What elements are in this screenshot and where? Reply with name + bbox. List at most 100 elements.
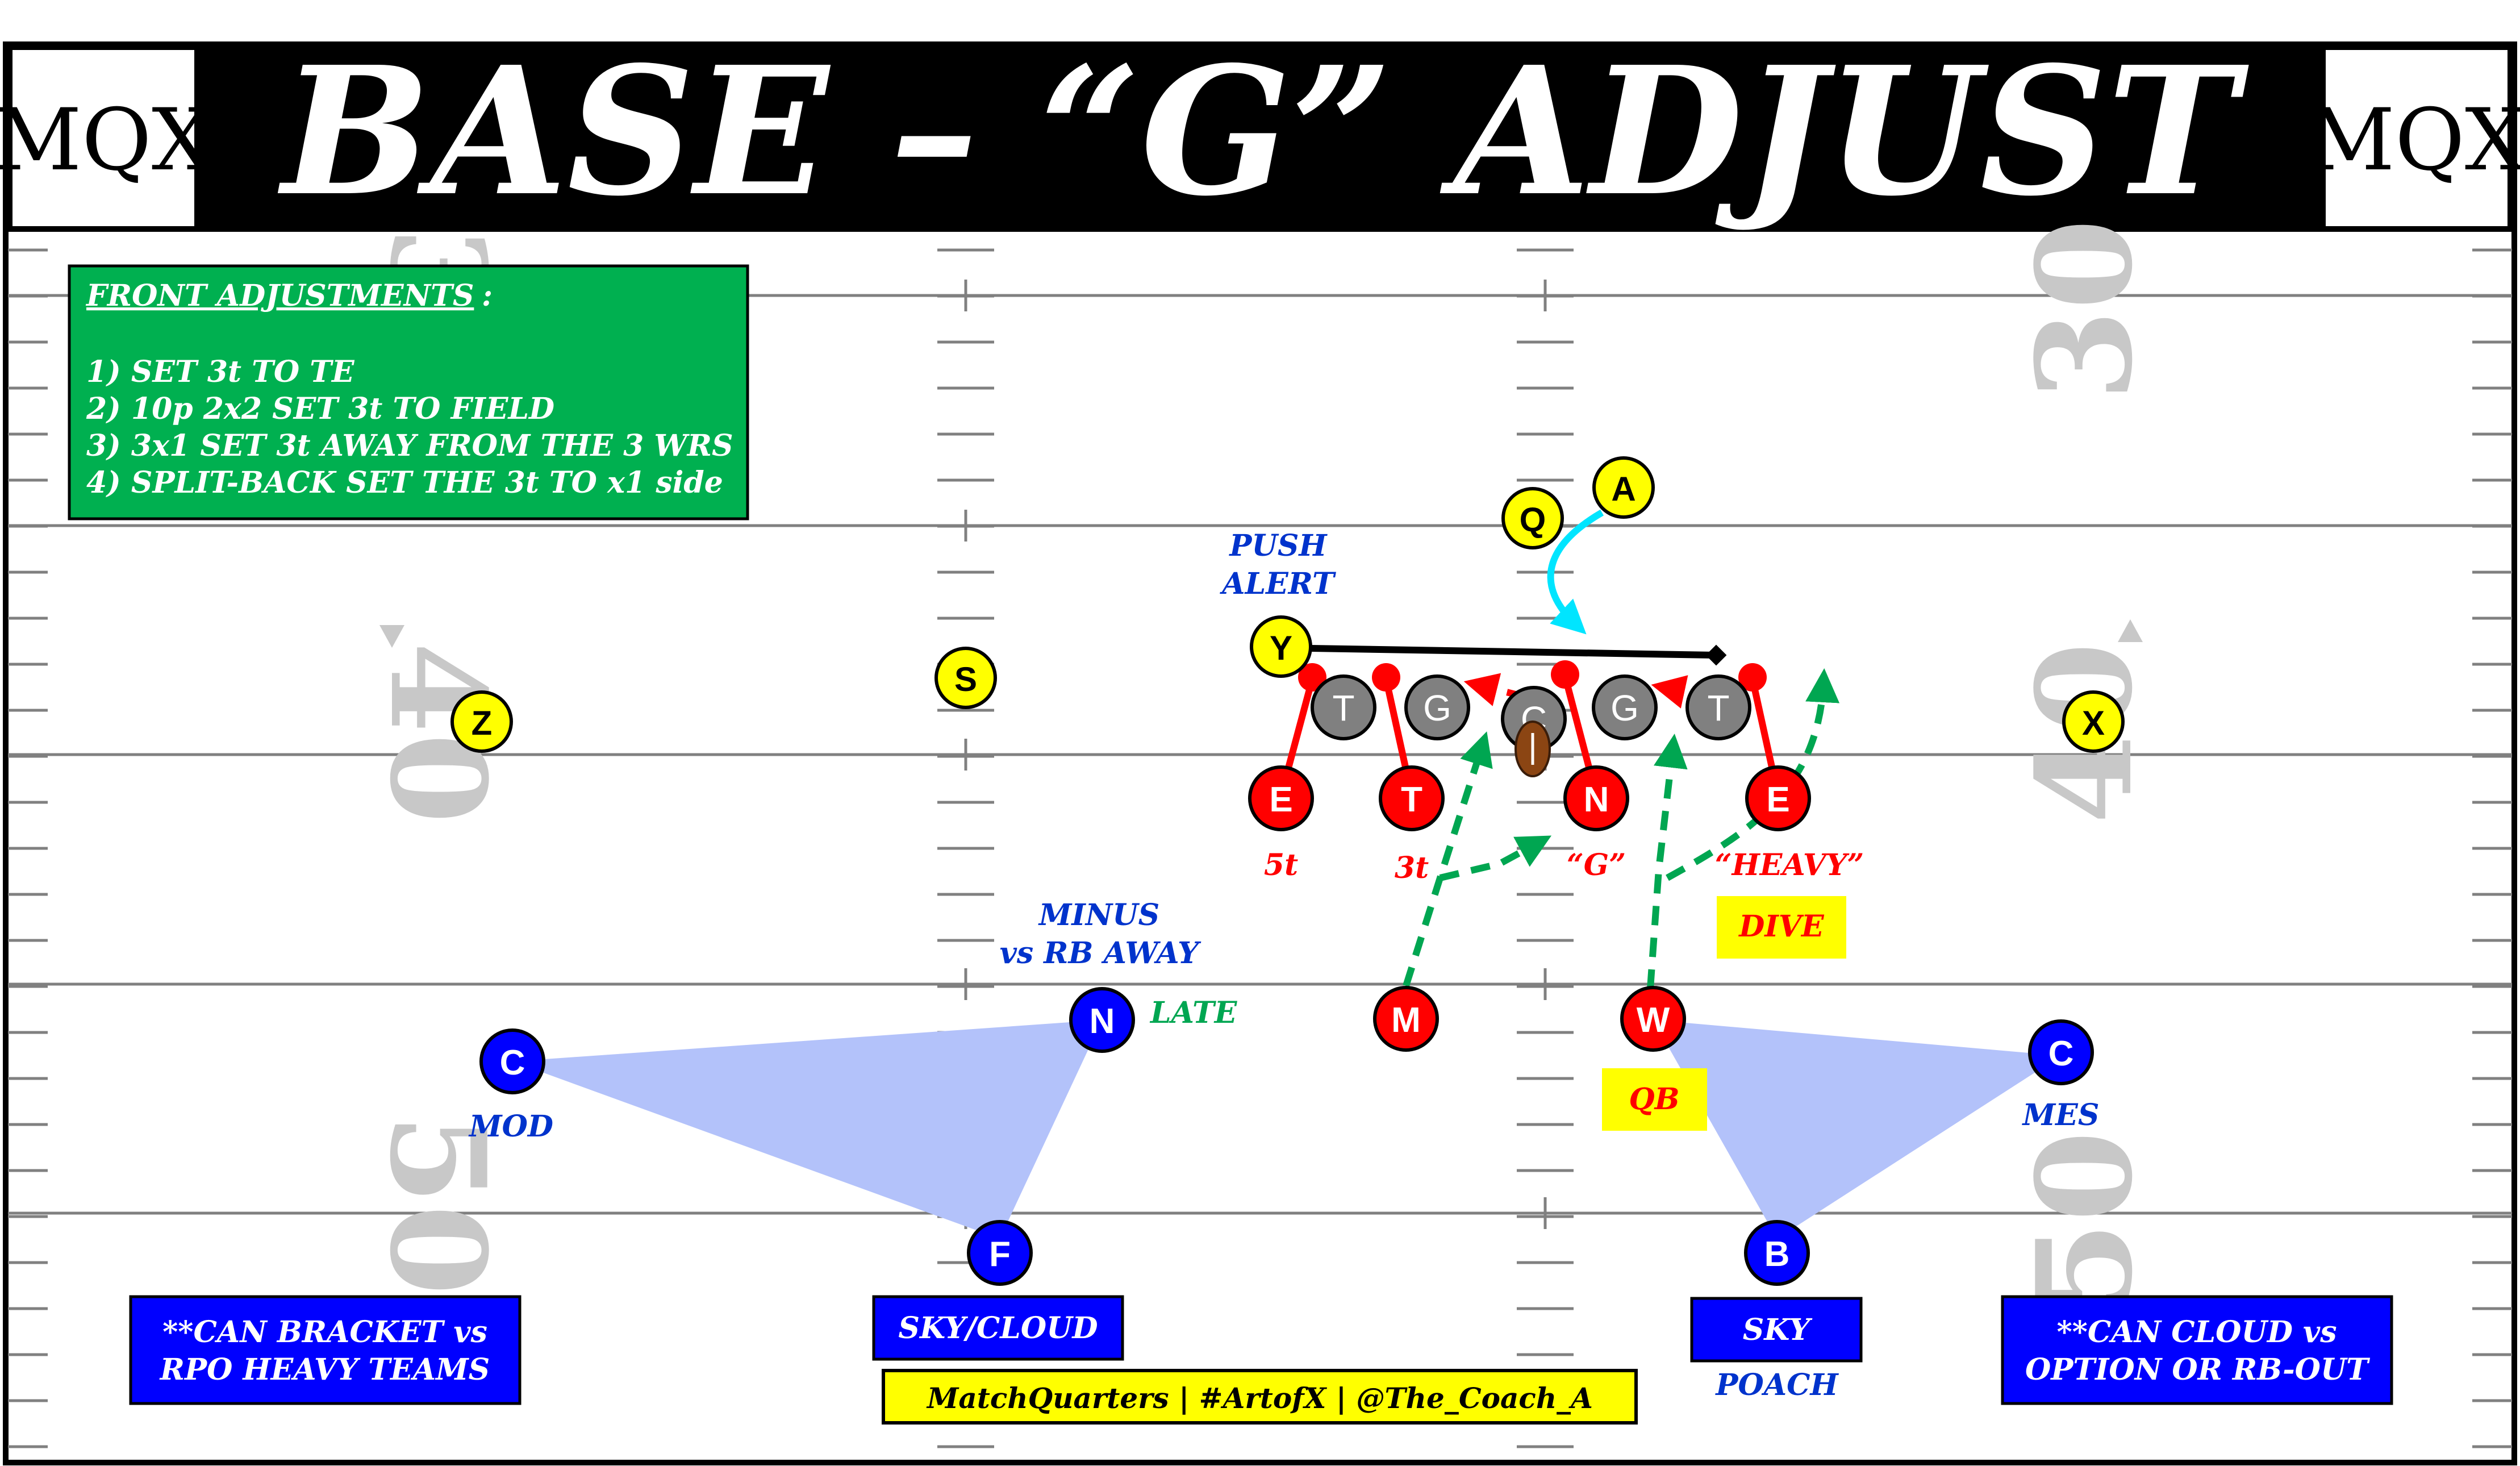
logo-left-box [12, 50, 194, 226]
qb-label: QB [1629, 1082, 1679, 1117]
yard-number-right-top: 30 [2008, 219, 2162, 401]
oline-right-tackle [1685, 674, 1751, 740]
push-alert-label-2: ALERT [1219, 567, 1336, 601]
defender-right-end [1745, 765, 1811, 831]
sky-box [1690, 1297, 1863, 1363]
title-bar [6, 44, 2514, 232]
tech-heavy-label: “HEAVY” [1715, 848, 1864, 882]
defender-nickel [1069, 987, 1135, 1053]
logo-right-box [2326, 50, 2508, 226]
player-a [1592, 456, 1655, 519]
coverage-zone-right [1653, 1020, 2061, 1239]
te-block-end [1705, 644, 1727, 666]
defender-mike [1373, 986, 1439, 1052]
oline-right-guard-label: G [1611, 688, 1639, 728]
defender-left-end [1248, 765, 1314, 831]
oline-left-guard [1404, 674, 1470, 740]
cloud-box [2001, 1295, 2393, 1405]
credits-label: MatchQuarters | #ArtofX | @The_Coach_A [926, 1381, 1593, 1415]
coverage-zone-left [512, 1020, 1102, 1239]
defender-nose [1563, 765, 1629, 831]
defender-free-safety-label: F [989, 1235, 1011, 1274]
defender-free-safety [967, 1220, 1033, 1286]
cloud-box-line-2: OPTION OR RB-OUT [2025, 1352, 2370, 1387]
defender-left-corner [479, 1028, 545, 1094]
player-q [1501, 487, 1564, 549]
yard-number-left-low: 50 [361, 1114, 514, 1296]
minus-label-1: MINUS [1038, 898, 1159, 932]
defender-mike-label: M [1391, 1001, 1421, 1040]
logo-left: MQX [0, 91, 212, 190]
player-s [934, 647, 997, 709]
rush-dot-tackle [1372, 663, 1400, 692]
yard-arrow-left [379, 625, 404, 648]
page-title: BASE – “G” ADJUST [276, 28, 2250, 235]
dive-box [1717, 896, 1846, 959]
tech-g-label: “G” [1567, 848, 1626, 882]
rush-dot-nose [1551, 660, 1579, 689]
player-y [1250, 615, 1312, 678]
front-adjustment-item-1: 1) SET 3t TO TE [86, 355, 355, 389]
sky-cloud-box [872, 1295, 1124, 1361]
offense-players: Q A Y S Z X [450, 456, 2125, 753]
defender-will [1620, 986, 1686, 1052]
will-route-a [1647, 734, 1688, 989]
player-z-label: Z [472, 704, 493, 742]
sky-label: SKY [1743, 1313, 1813, 1347]
player-x [2062, 690, 2125, 753]
oline-left-tackle-label: T [1332, 688, 1354, 728]
oline-right-guard [1592, 674, 1658, 740]
defense-front: E T N E M W [1248, 765, 1811, 1052]
oline-left-tackle [1311, 674, 1376, 740]
defender-nickel-label: N [1090, 1002, 1115, 1041]
defender-tackle-label: T [1401, 780, 1422, 819]
bracket-box-line-1: **CAN BRACKET vs [162, 1315, 487, 1350]
yard-arrow-right [2118, 619, 2143, 642]
qb-box [1602, 1068, 1707, 1131]
player-y-label: Y [1270, 629, 1292, 667]
rush-dot-right-end [1738, 663, 1767, 692]
player-s-label: S [954, 660, 977, 698]
late-label: LATE [1149, 996, 1238, 1030]
player-q-label: Q [1520, 501, 1546, 539]
defender-boundary-safety [1744, 1220, 1810, 1286]
defender-boundary-safety-label: B [1764, 1235, 1790, 1274]
oline-left-guard-label: G [1423, 688, 1451, 728]
rush-dot-left-end [1298, 663, 1326, 692]
mes-label: MES [2022, 1098, 2100, 1132]
oline-right-tackle-label: T [1707, 688, 1729, 728]
front-adjustments-box [68, 264, 749, 520]
defender-left-corner-label: C [500, 1043, 525, 1082]
motion-arrow [1547, 509, 1604, 635]
front-adjustments-colon: : [482, 278, 493, 313]
front-adjustment-item-2: 2) 10p 2x2 SET 3t TO FIELD [86, 392, 554, 426]
defender-right-corner-label: C [2048, 1034, 2074, 1073]
dive-label: DIVE [1738, 909, 1825, 944]
front-adjustment-item-4: 4) SPLIT-BACK SET THE 3t TO x1 side [86, 465, 723, 500]
credits-box [882, 1369, 1638, 1425]
bracket-box [129, 1295, 521, 1405]
defender-right-corner [2028, 1019, 2094, 1085]
front-adjustments-heading: FRONT ADJUSTMENTS [85, 278, 474, 313]
defender-left-end-label: E [1269, 780, 1292, 819]
logo-right: MQX [2308, 91, 2520, 190]
front-adjustment-item-3: 3) 3x1 SET 3t AWAY FROM THE 3 WRS [86, 428, 733, 463]
cloud-box-line-1: **CAN CLOUD vs [2056, 1315, 2337, 1350]
tech-3t-label: 3t [1395, 851, 1429, 885]
poach-label: POACH [1714, 1368, 1839, 1402]
tech-5t-label: 5t [1264, 848, 1298, 882]
defense-secondary: N C C F B [479, 987, 2094, 1286]
player-a-label: A [1611, 470, 1636, 508]
yard-number-right-low: 50 [2008, 1131, 2162, 1313]
mod-label: MOD [468, 1109, 553, 1144]
sky-cloud-label: SKY/CLOUD [898, 1311, 1098, 1346]
push-alert-label-1: PUSH [1228, 528, 1328, 563]
player-x-label: X [2082, 704, 2105, 742]
bracket-box-line-2: RPO HEAVY TEAMS [159, 1352, 490, 1387]
defender-right-end-label: E [1766, 780, 1789, 819]
minus-label-2: vs RB AWAY [1000, 936, 1201, 971]
player-z [450, 690, 513, 753]
defender-tackle [1379, 765, 1445, 831]
